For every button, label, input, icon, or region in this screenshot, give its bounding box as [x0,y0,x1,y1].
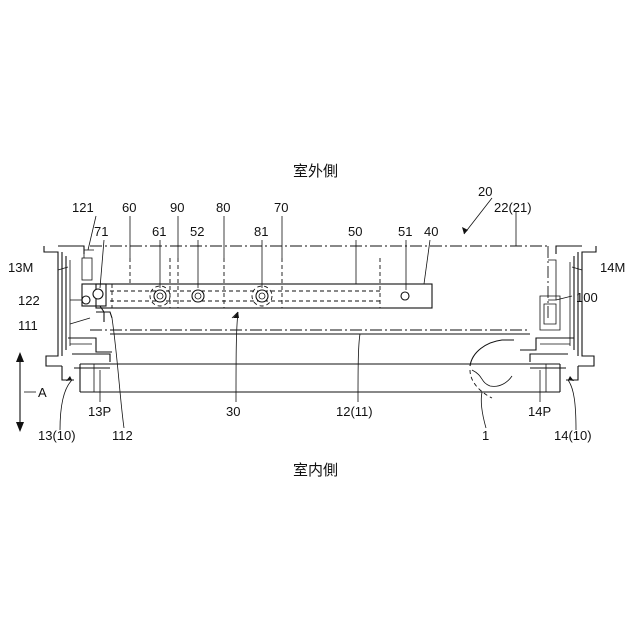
label-52: 52 [190,224,204,239]
label-112: 112 [112,428,133,443]
direction-arrow-A [16,352,36,432]
leader-lines [58,198,582,430]
indoor-side-label: 室内側 [293,461,338,479]
label-13P: 13P [88,404,111,419]
label-60: 60 [122,200,136,215]
right-frame-14M [520,246,596,380]
label-100: 100 [576,290,598,305]
pivot-81 [256,290,268,302]
pivot-71 [93,289,103,299]
label-71: 71 [94,224,108,239]
leader-arrowheads [66,227,574,381]
label-14-10: 14(10) [554,428,592,443]
handle-1 [470,340,514,398]
pivot-51 [401,292,409,300]
label-81: 81 [254,224,268,239]
label-61: 61 [152,224,166,239]
label-14M: 14M [600,260,625,275]
label-40: 40 [424,224,438,239]
label-122: 122 [18,293,40,308]
direction-label-A: A [38,385,47,400]
pivot-61 [154,290,166,302]
label-14P: 14P [528,404,551,419]
sash-outline [90,246,548,330]
label-20: 20 [478,184,492,199]
reference-labels: 20 22(21) 121 60 90 80 70 50 51 40 71 61… [8,184,625,443]
label-22-21: 22(21) [494,200,532,215]
pivot-122 [82,296,90,304]
pivot-52 [192,290,204,302]
panel-12 [80,334,560,392]
label-51: 51 [398,224,412,239]
label-12-11: 12(11) [336,404,373,419]
label-80: 80 [216,200,230,215]
label-13-10: 13(10) [38,428,76,443]
label-70: 70 [274,200,288,215]
label-50: 50 [348,224,362,239]
label-13M: 13M [8,260,33,275]
outdoor-side-label: 室外側 [293,162,338,180]
label-1: 1 [482,428,489,443]
arm-assembly-30 [82,258,432,322]
label-111: 111 [18,318,38,333]
label-30: 30 [226,404,240,419]
label-121: 121 [72,200,94,215]
label-90: 90 [170,200,184,215]
